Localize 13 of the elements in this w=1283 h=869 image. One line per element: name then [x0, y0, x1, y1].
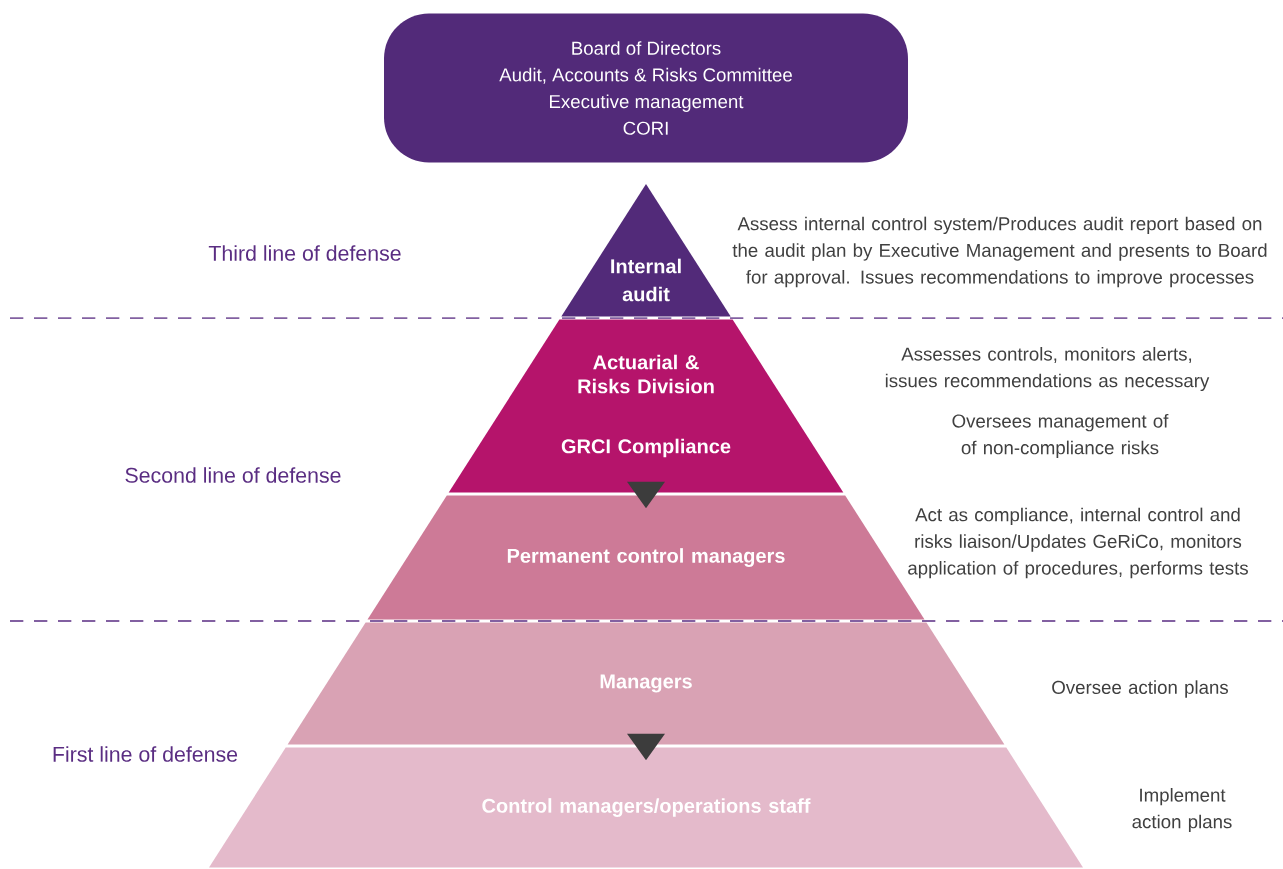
- line-label: Second line of defense: [125, 467, 341, 483]
- arrow: [627, 481, 665, 509]
- pyramid-tier: Internal audit: [561, 184, 731, 317]
- description-text: Implement action plans: [1132, 787, 1232, 833]
- pyramid-tier: Actuarial & Risks Division GRCI Compliance: [448, 319, 844, 493]
- description-text: Oversee action plans: [1052, 680, 1228, 698]
- description-text: Oversees management of of non-compliance risks: [952, 414, 1169, 459]
- pyramid-tier: Managers: [287, 622, 1005, 745]
- board-box: Board of Directors Audit, Accounts & Risks Committee Executive management CORI: [384, 13, 908, 163]
- description-text: Assess internal control system/Produces audit report based on the audit plan by Executive Management and presents to Board for approval. Issues recommendations to improve processes: [732, 216, 1267, 288]
- arrow: [627, 733, 665, 761]
- line-label: Third line of defense: [208, 245, 401, 261]
- description-text: Assesses controls, monitors alerts, issues recommendations as necessary: [885, 346, 1210, 392]
